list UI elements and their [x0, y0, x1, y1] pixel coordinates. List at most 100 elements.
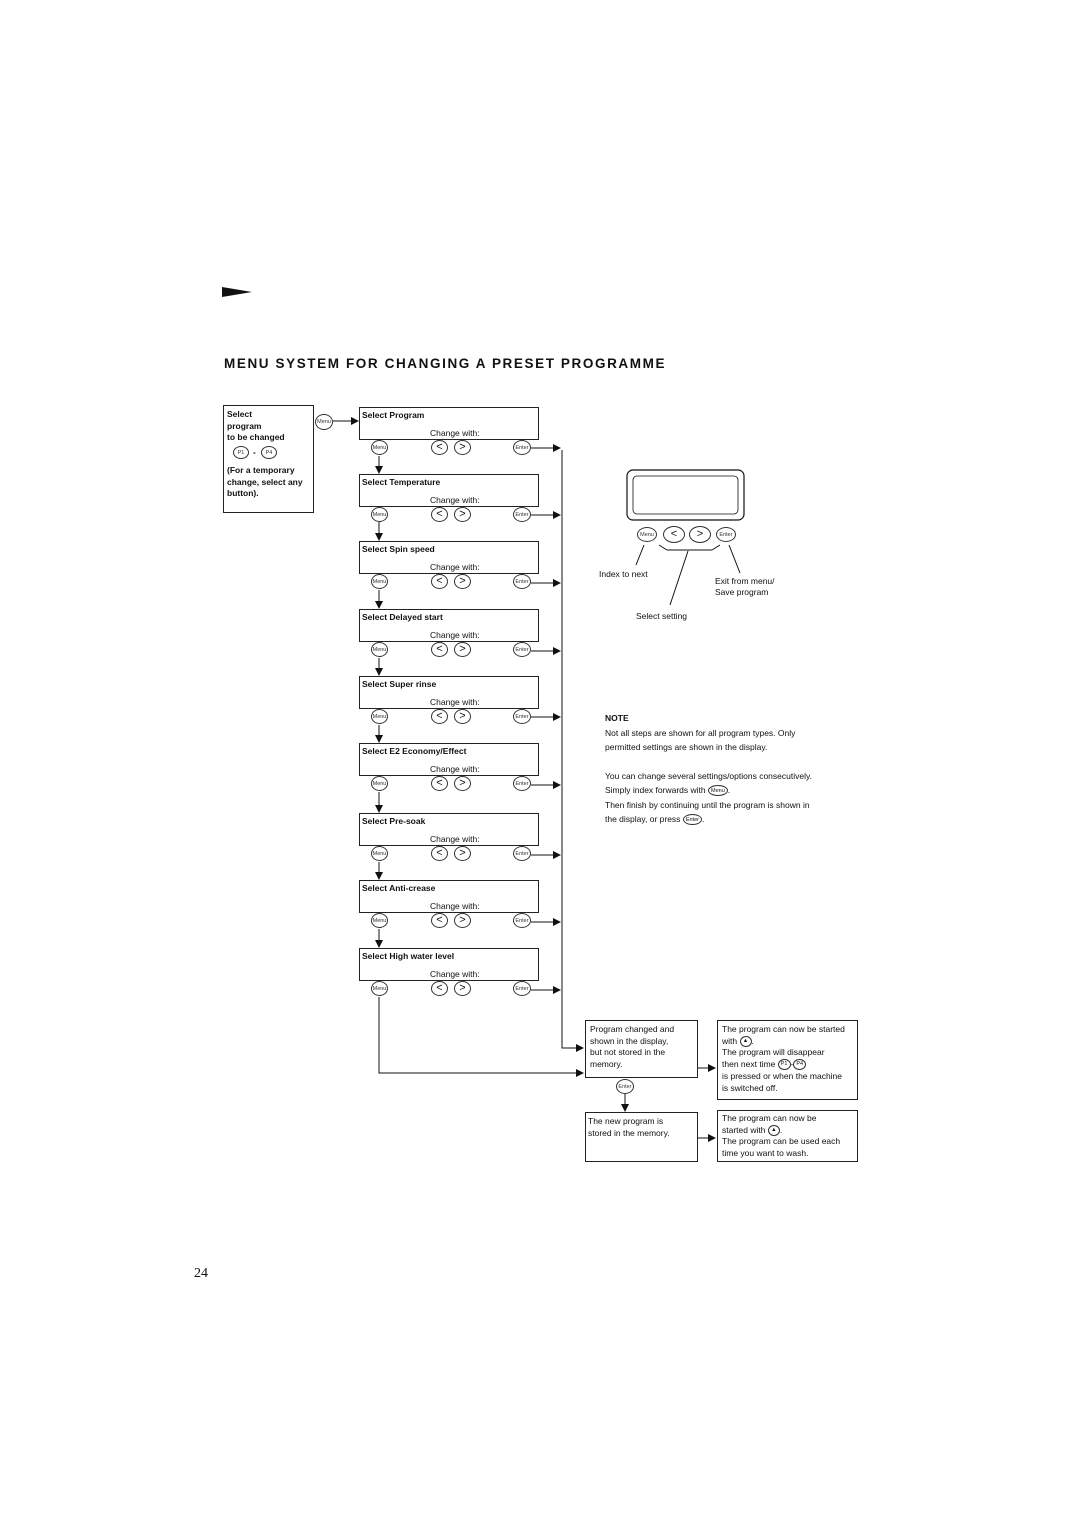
note-menu-button: Menu: [708, 785, 728, 797]
note-heading: NOTE: [605, 713, 629, 723]
step-title: Select E2 Economy/Effect: [362, 746, 467, 756]
step-right-button[interactable]: >: [454, 913, 471, 928]
note-p2-line4a: the display, or press: [605, 814, 681, 824]
step-right-button[interactable]: >: [454, 440, 471, 455]
step-enter-button[interactable]: Enter: [513, 642, 531, 657]
step-left-button[interactable]: <: [431, 507, 448, 522]
changed-line-4: memory.: [590, 1058, 623, 1069]
step-right-button-label: >: [459, 575, 466, 587]
step-menu-button[interactable]: Menu: [371, 913, 388, 928]
step-enter-button-label: Enter: [515, 713, 529, 720]
panel-right-button[interactable]: >: [689, 526, 711, 543]
step-right-button[interactable]: >: [454, 981, 471, 996]
note-p2-line1: You can change several settings/options …: [605, 770, 812, 781]
step-title: Select Anti-crease: [362, 883, 436, 893]
step-right-button[interactable]: >: [454, 846, 471, 861]
step-left-button[interactable]: <: [431, 913, 448, 928]
started1-p1-button: P1: [777, 1059, 791, 1071]
step-right-button-label: >: [459, 441, 466, 453]
select-program-box: Select program to be changed P1 - P4 (Fo…: [223, 405, 314, 513]
step-left-button[interactable]: <: [431, 776, 448, 791]
step-menu-button[interactable]: Menu: [371, 709, 388, 724]
step-enter-button[interactable]: Enter: [513, 846, 531, 861]
select-line2: program: [227, 420, 262, 431]
step-right-button[interactable]: >: [454, 507, 471, 522]
step-left-button[interactable]: <: [431, 709, 448, 724]
step-menu-button[interactable]: Menu: [371, 981, 388, 996]
step-menu-button-label: Menu: [372, 780, 387, 787]
step-enter-button[interactable]: Enter: [513, 981, 531, 996]
step-change-with: Change with:: [430, 901, 480, 911]
step-menu-button-label: Menu: [372, 713, 387, 720]
step-right-button[interactable]: >: [454, 574, 471, 589]
step-left-button-label: <: [436, 982, 443, 994]
result-enter-button[interactable]: Enter: [616, 1079, 634, 1094]
exit-label-1: Exit from menu/: [715, 576, 775, 586]
step-change-with: Change with:: [430, 764, 480, 774]
step-enter-button-label: Enter: [515, 780, 529, 787]
p1-button[interactable]: P1: [233, 446, 249, 459]
step-menu-button[interactable]: Menu: [371, 574, 388, 589]
started2-line-1: The program can now be: [722, 1113, 817, 1123]
step-enter-button[interactable]: Enter: [513, 440, 531, 455]
step-enter-button-label: Enter: [515, 578, 529, 585]
page-title: MENU SYSTEM FOR CHANGING A PRESET PROGRA…: [224, 356, 667, 371]
panel-menu-button[interactable]: Menu: [637, 527, 657, 542]
step-enter-button[interactable]: Enter: [513, 776, 531, 791]
step-menu-button[interactable]: Menu: [371, 776, 388, 791]
step-change-with: Change with:: [430, 969, 480, 979]
p4-button[interactable]: P4: [261, 446, 277, 459]
step-enter-button-label: Enter: [515, 917, 529, 924]
step-right-button-label: >: [459, 914, 466, 926]
step-enter-button-label: Enter: [515, 985, 529, 992]
step-left-button-label: <: [436, 508, 443, 520]
new-line-1: The new program is: [588, 1116, 664, 1126]
step-menu-button[interactable]: Menu: [371, 846, 388, 861]
step-right-button[interactable]: >: [454, 642, 471, 657]
start-icon: ▲: [739, 1035, 752, 1047]
step-left-button-label: <: [436, 441, 443, 453]
step-left-button[interactable]: <: [431, 846, 448, 861]
step-menu-button-label: Menu: [372, 646, 387, 653]
step-enter-button[interactable]: Enter: [513, 913, 531, 928]
step-left-button[interactable]: <: [431, 981, 448, 996]
panel-left-button[interactable]: <: [663, 526, 685, 543]
step-right-button[interactable]: >: [454, 709, 471, 724]
new-program-box: The new program is stored in the memory.: [585, 1112, 698, 1162]
panel-enter-button[interactable]: Enter: [716, 527, 736, 542]
note-p1-line2: permitted settings are shown in the disp…: [605, 742, 768, 752]
select-line1: Select: [227, 409, 253, 419]
step-menu-button-label: Menu: [372, 917, 387, 924]
step-right-button-label: >: [459, 643, 466, 655]
step-enter-button[interactable]: Enter: [513, 709, 531, 724]
step-left-button[interactable]: <: [431, 642, 448, 657]
started2-line-2a: started with: [722, 1124, 766, 1135]
step-menu-button[interactable]: Menu: [371, 642, 388, 657]
program-changed-box: Program changed and shown in the display…: [585, 1020, 698, 1078]
panel-right-icon: >: [696, 528, 704, 540]
step-enter-button[interactable]: Enter: [513, 574, 531, 589]
started1-line-1: The program can now be started: [722, 1024, 845, 1034]
step-menu-button-label: Menu: [372, 511, 387, 518]
note-p2-line2b: .: [727, 785, 731, 795]
note-p2-line2a: Simply index forwards with: [605, 785, 706, 795]
step-menu-button[interactable]: Menu: [371, 440, 388, 455]
step-enter-button[interactable]: Enter: [513, 507, 531, 522]
panel-left-icon: <: [670, 528, 678, 540]
step-right-button[interactable]: >: [454, 776, 471, 791]
step-title: Select Pre-soak: [362, 816, 426, 826]
changed-line-3: but not stored in the: [590, 1047, 666, 1057]
step-menu-button[interactable]: Menu: [371, 507, 388, 522]
menu-button-top[interactable]: Menu: [315, 414, 333, 430]
step-left-button[interactable]: <: [431, 574, 448, 589]
select-setting-label: Select setting: [636, 611, 688, 621]
started1-line-3: The program will disappear: [722, 1047, 825, 1058]
step-left-button-label: <: [436, 847, 443, 859]
step-left-button[interactable]: <: [431, 440, 448, 455]
